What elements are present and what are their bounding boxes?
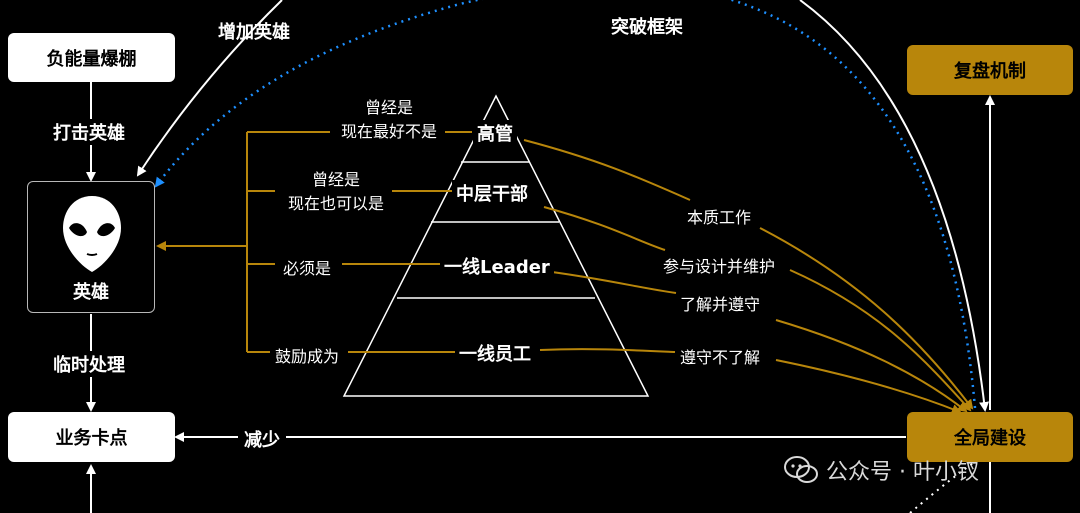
curve-to-global — [775, 319, 968, 413]
curve-exec-relation — [523, 139, 691, 201]
alien-head-icon — [63, 196, 121, 272]
tier-staff: 一线员工 — [455, 340, 535, 366]
curve-to-global — [759, 227, 974, 410]
negative-energy-box: 负能量爆棚 — [8, 33, 175, 82]
tier-leader: 一线Leader — [440, 253, 554, 279]
hero-label: 英雄 — [73, 282, 109, 303]
expectation-staff: 鼓励成为 — [275, 347, 340, 366]
arc-global-build — [799, 0, 990, 412]
curve-mid-relation — [543, 206, 666, 251]
curve-staff-relation — [539, 348, 676, 353]
relation-staff: 遵守不了解 — [680, 344, 761, 368]
business-block-box: 业务卡点 — [8, 412, 175, 462]
label-temp-handle: 临时处理 — [53, 351, 125, 377]
tier-exec: 高管 — [473, 120, 517, 146]
watermark-text: 公众号 · 叶小钗 — [826, 460, 979, 485]
dotted-bottom-right — [909, 461, 976, 513]
label-add-hero: 增加英雄 — [218, 22, 290, 43]
relation-exec: 本质工作 — [687, 204, 752, 228]
global-build-box: 全局建设 — [907, 412, 1073, 462]
curve-to-global — [789, 269, 972, 412]
arrow-add-hero — [136, 0, 283, 177]
review-mechanism-box: 复盘机制 — [907, 45, 1073, 95]
relation-leader: 了解并遵守 — [680, 291, 761, 315]
label-hit-hero: 打击英雄 — [53, 119, 125, 145]
relation-mid: 参与设计并维护 — [663, 253, 776, 277]
label-reduce: 减少 — [238, 426, 286, 452]
hero-box: 英雄 — [27, 181, 155, 313]
dotted-break-frame — [154, 0, 977, 409]
watermark: 公众号 · 叶小钗 — [784, 454, 979, 486]
wechat-icon — [784, 456, 818, 483]
expectation-mid: 曾经是 现在也可以是 — [287, 170, 384, 213]
curve-to-global — [775, 359, 962, 414]
tier-mid: 中层干部 — [452, 180, 532, 206]
expectation-leader: 必须是 — [283, 259, 332, 278]
expectation-exec: 曾经是 现在最好不是 — [340, 98, 437, 141]
curve-leader-relation — [551, 271, 677, 294]
label-break-frame: 突破框架 — [611, 17, 683, 38]
pyramid-outline — [342, 94, 650, 397]
